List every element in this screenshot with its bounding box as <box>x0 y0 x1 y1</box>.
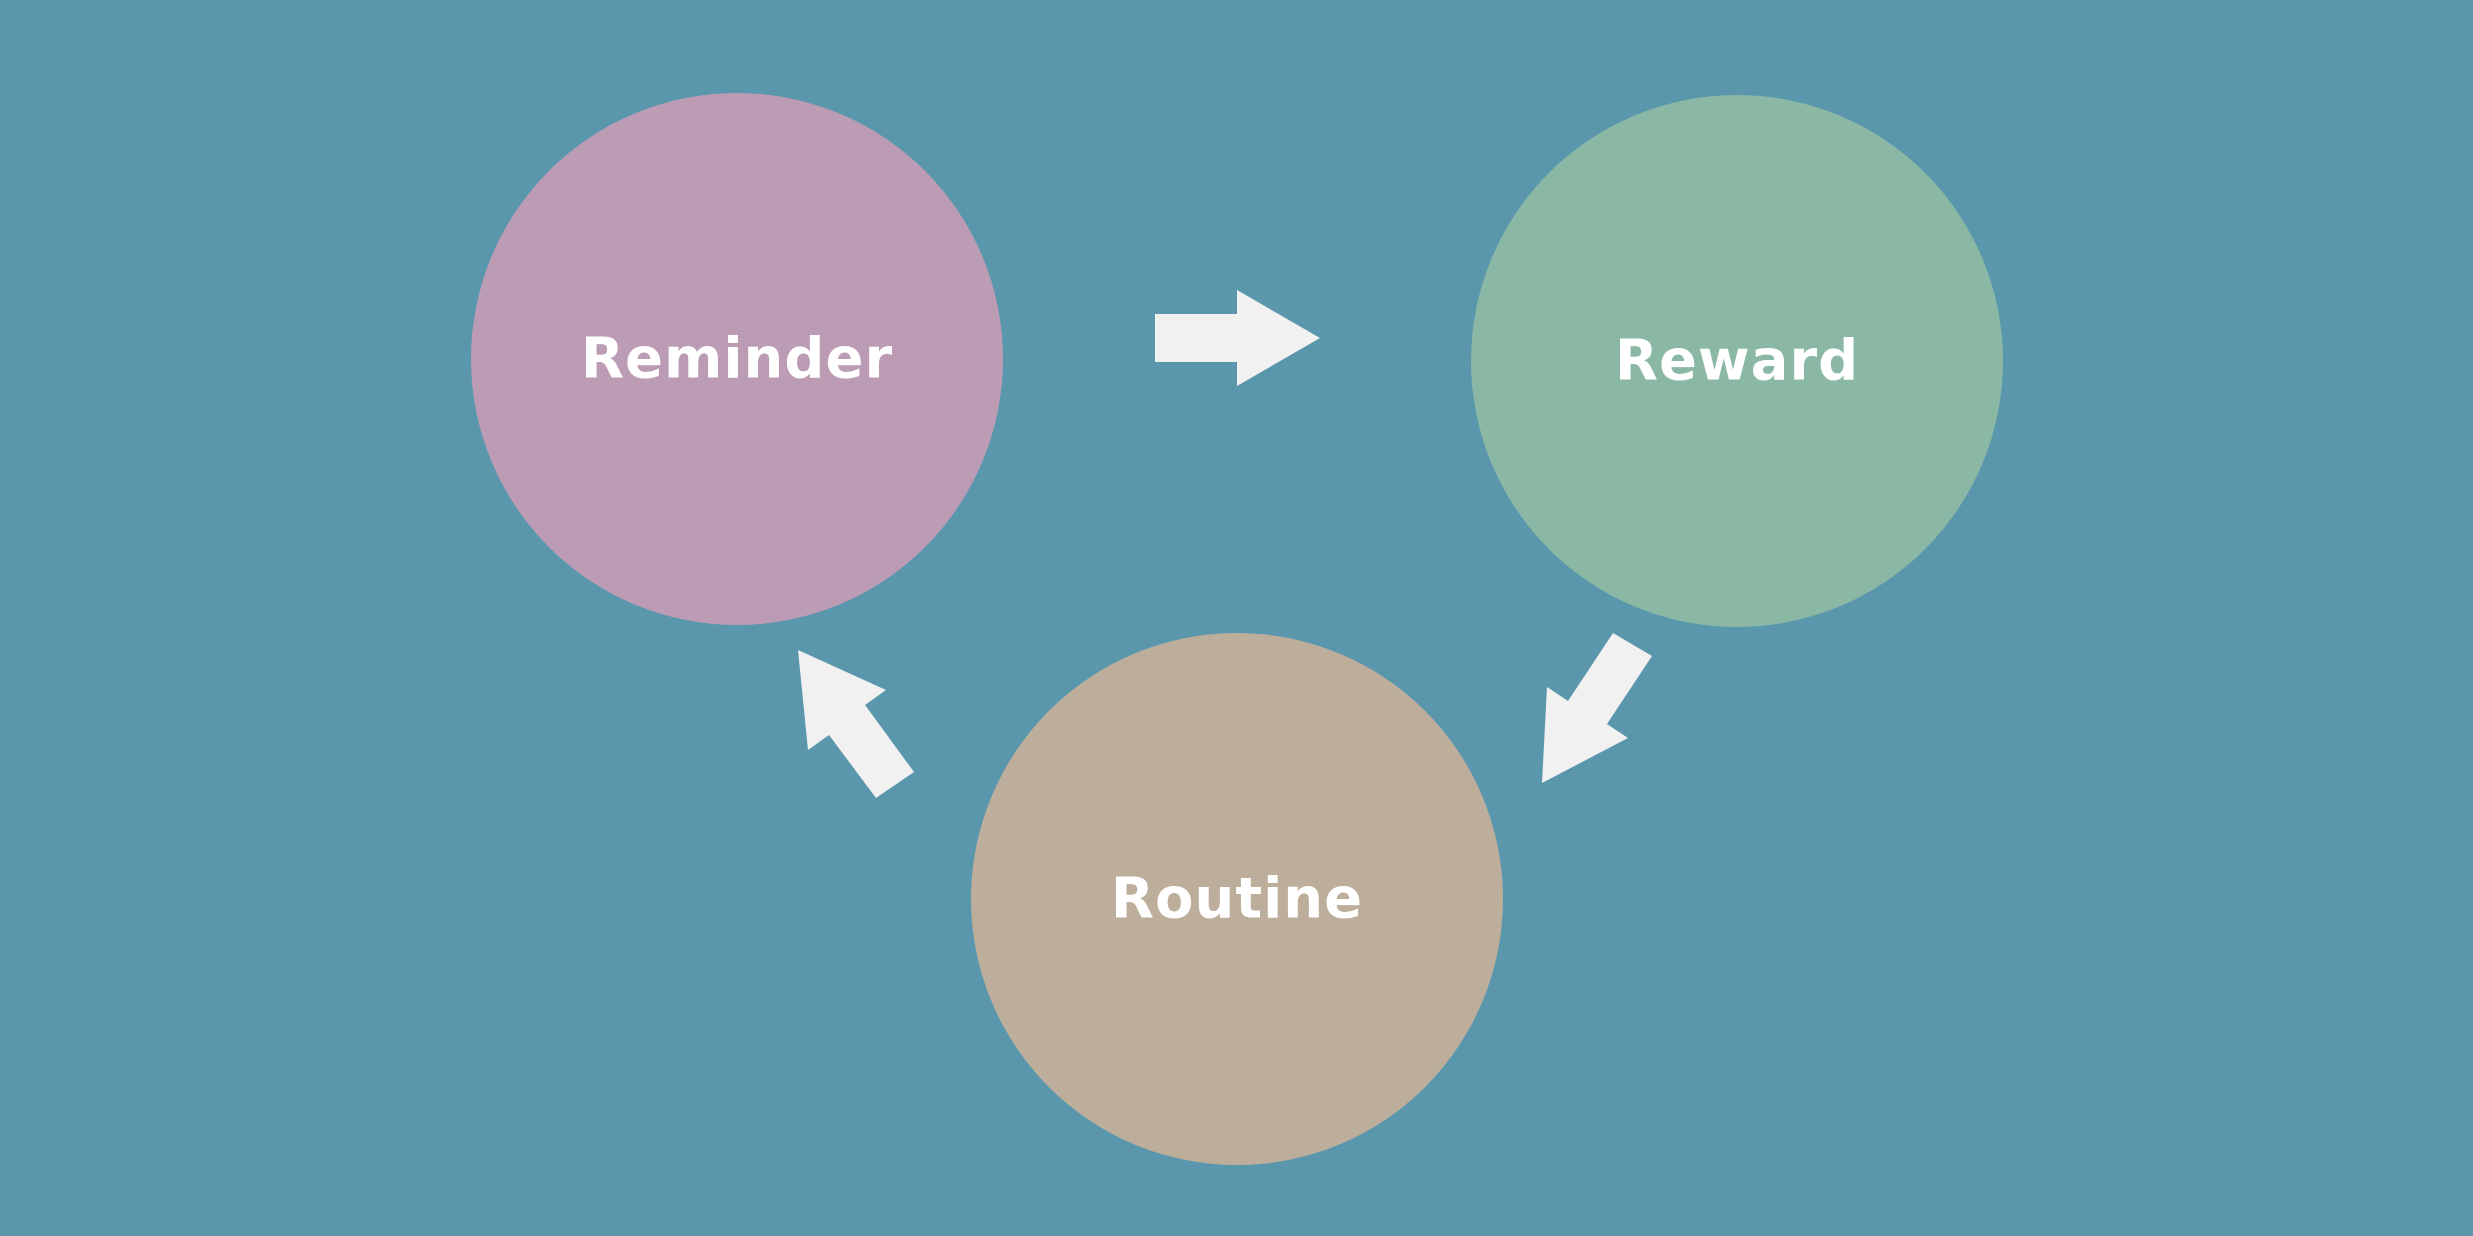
node-reward-circle <box>1471 95 2003 627</box>
node-routine-circle <box>971 633 1503 1165</box>
node-reminder-circle <box>471 93 1003 625</box>
node-reminder-label: Reminder <box>581 327 893 392</box>
node-routine-label: Routine <box>1111 867 1363 932</box>
node-reward-label: Reward <box>1615 329 1859 394</box>
arrow-routine-to-reminder-icon <box>798 650 914 798</box>
node-reminder: Reminder <box>471 93 1003 625</box>
arrow-reminder-to-reward-icon <box>1155 290 1320 386</box>
node-routine: Routine <box>971 633 1503 1165</box>
node-reward: Reward <box>1471 95 2003 627</box>
arrow-reward-to-routine-icon <box>1542 633 1652 783</box>
